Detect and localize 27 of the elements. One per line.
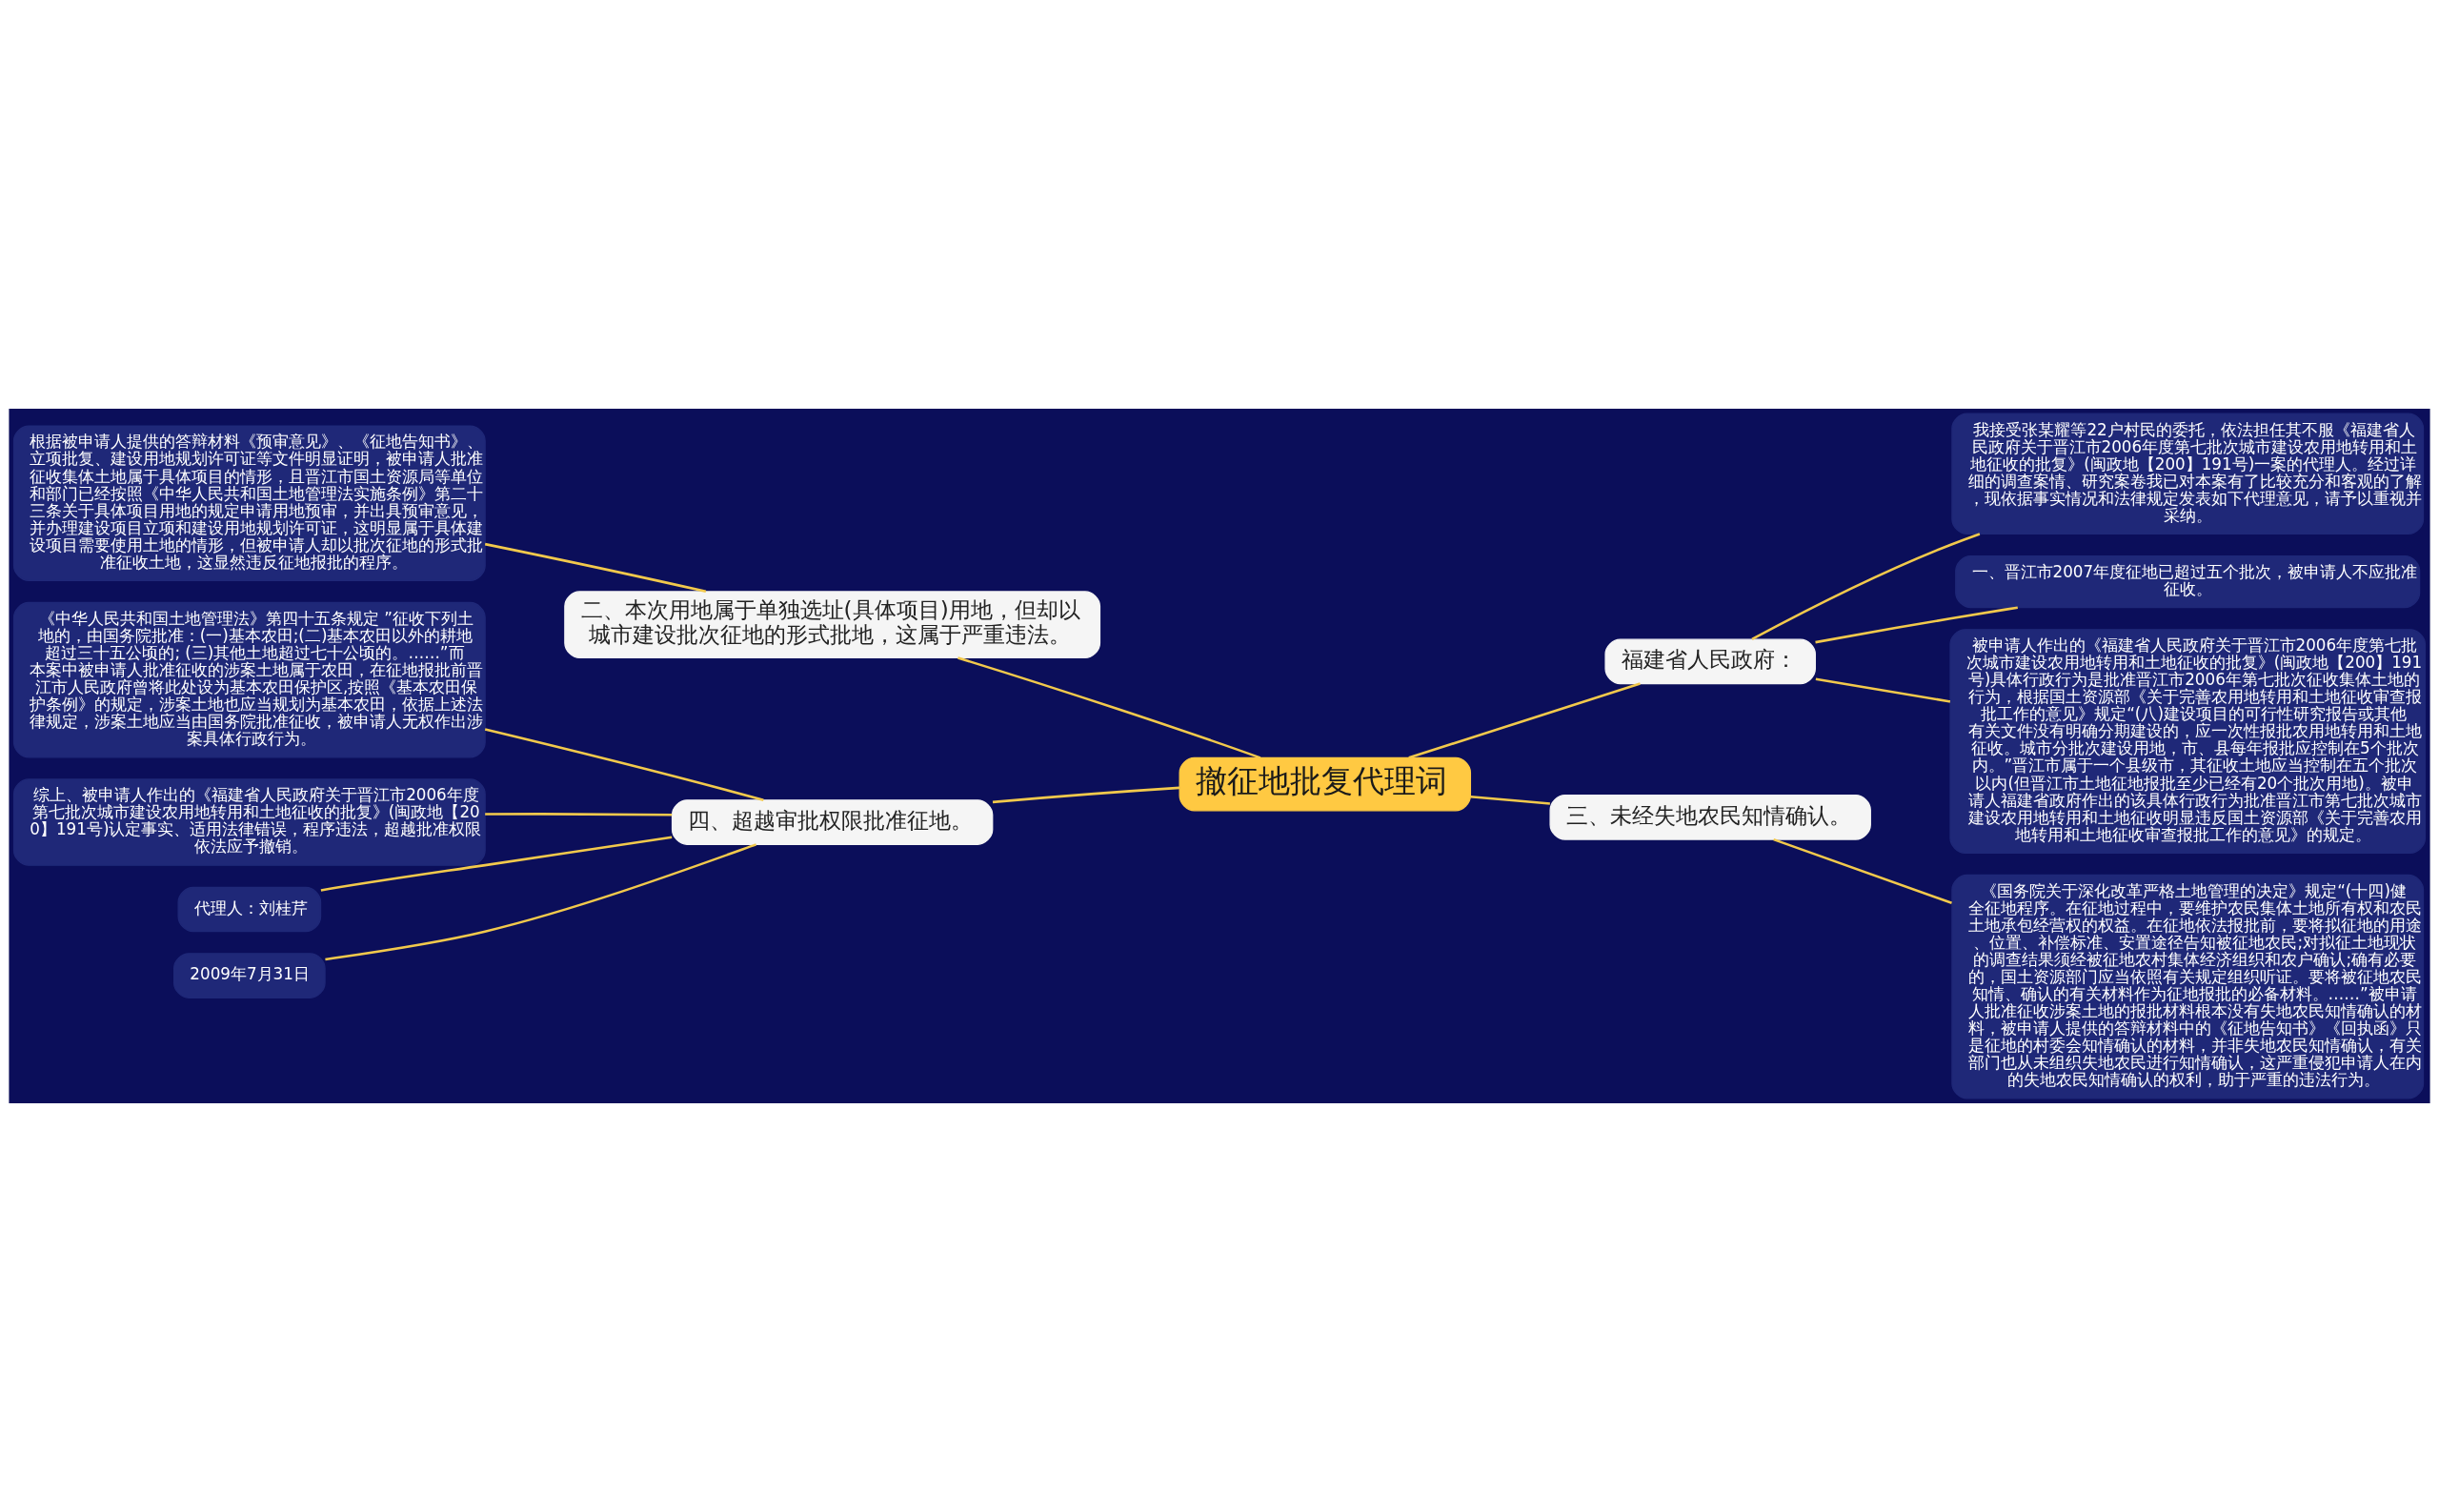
- node-box: 三、未经失地农民知情确认。: [1549, 795, 1871, 840]
- connector: [1815, 606, 2018, 644]
- connector: [325, 843, 757, 961]
- node-box: 福建省人民政府：: [1604, 638, 1816, 685]
- connector: [484, 542, 707, 594]
- node-box: 四、超越审批权限批准征地。: [671, 799, 994, 845]
- connector: [485, 813, 673, 816]
- connector: [1470, 795, 1550, 805]
- node-box: 根据被申请人提供的答辩材料《预审意见》、《征地告知书》、立项批复、建设用地规划许可证等文件明显证明，被申请人批准征收集体土地属于具体项目的情形，且晋江市国土资源局等单位和部门已经按照《中华人民共和国土地管理法实施条例》第二十三条关于具体项目用地的规定申请用地预审，并出具预审意见，并办理建设项目立项和建设用地规划许可证，这明显属于具体建设项目需要使用土地的情形，但被申请人却以批次征地的形式批准征收土地，这显然违反征地报批的程序。: [12, 425, 486, 581]
- node-box: 我接受张某耀等22户村民的委托，依法担任其不服《福建省人民政府关于晋江市2006年度第七批次城市建设农用地转用和土地征收的批复》(闽政地【200】191号)一案的代理人。经过详细的调查案情、研究案卷我已对本案有了比较充分和客观的了解，现依据事实情况和法律规定发表如下代理意见，请予以重视并采纳。: [1951, 413, 2425, 534]
- node-box: 撤征地批复代理词: [1179, 756, 1472, 812]
- node-box: 《中华人民共和国土地管理法》第四十五条规定 ”征收下列土地的，由国务院批准：(一)基本农田;(二)基本农田以外的耕地超过三十五公顷的; (三)其他土地超过七十公顷的。……”而本案中被申请人批准征收的涉案土地属于农田，在征地报批前晋江市人民政府曾将此处设为基本农田保护区,按照《基本农田保护条例》的规定，涉案土地也应当规划为基本农田，依据上述法律规定，涉案土地应当由国务院批准征收，被申请人无权作出涉案具体行政行为。: [12, 601, 486, 758]
- node-box: 代理人：刘桂芹: [177, 886, 322, 933]
- node-box: 一、晋江市2007年度征地已超过五个批次，被申请人不应批准征收。: [1955, 554, 2421, 609]
- node-box: 被申请人作出的《福建省人民政府关于晋江市2006年度第七批次城市建设农用地转用和土地征收的批复》(闽政地【200】191号)具体行政行为是批准晋江市2006年第七批次征收集体土地的行为，根据国土资源部《关于完善农用地转用和土地征收审查报批工作的意见》规定“(八)建设项目的可行性研究报告或其他有关文件没有明确分期建设的，应一次性报批农用地转用和土地征收。城市分批次建设用地，市、县每年报批应控制在5个批次内。”晋江市属于一个县级市，其征收土地应当控制在五个批次以内(但晋江市土地征地报批至少已经有20个批次用地)。被申请人福建省政府作出的该具体行政行为批准晋江市第七批次城市建设农用地转用和土地征收明显违反国土资源部《关于完善农用地转用和土地征收审查报批工作的意见》的规定。: [1949, 629, 2427, 854]
- connector: [1408, 682, 1641, 759]
- connector: [1815, 677, 1951, 703]
- connector: [957, 656, 1261, 759]
- connector: [484, 728, 764, 802]
- node-box: 《国务院关于深化改革严格土地管理的决定》规定“(十四)健全征地程序。在征地过程中，要维护农民集体土地所有权和农民土地承包经营权的权益。在征地依法报批前，要将拟征地的用途、位置、补偿标准、安置途径告知被征地农民;对拟征土地现状的调查结果须经被征地农村集体经济组织和农户确认;确有必要的，国土资源部门应当依照有关规定组织听证。要将被征地农民知情、确认的有关材料作为征地报批的必备材料。……”被申请人批准征收涉案土地的报批材料根本没有失地农民知情确认的材料，被申请人提供的答辩材料中的《征地告知书》《回执函》只是征地的村委会知情确认的材料，并非失地农民知情确认，有关部门也从未组织失地农民进行知情确认，这严重侵犯申请人在内的失地农民知情确认的权利，助于严重的违法行为。: [1951, 874, 2425, 1099]
- node-box: 2009年7月31日: [173, 953, 326, 998]
- node-box: 二、本次用地属于单独选址(具体项目)用地，但却以城市建设批次征地的形式批地，这属于严重违法。: [564, 591, 1101, 659]
- node-box: 综上、被申请人作出的《福建省人民政府关于晋江市2006年度第七批次城市建设农用地转用和土地征收的批复》(闽政地【200】191号)认定事实、适用法律错误，程序违法，超越批准权限依法应予撤销。: [12, 778, 486, 866]
- connector: [1773, 837, 1952, 904]
- connector: [1751, 533, 1981, 641]
- connector: [320, 836, 673, 892]
- connector: [992, 786, 1180, 804]
